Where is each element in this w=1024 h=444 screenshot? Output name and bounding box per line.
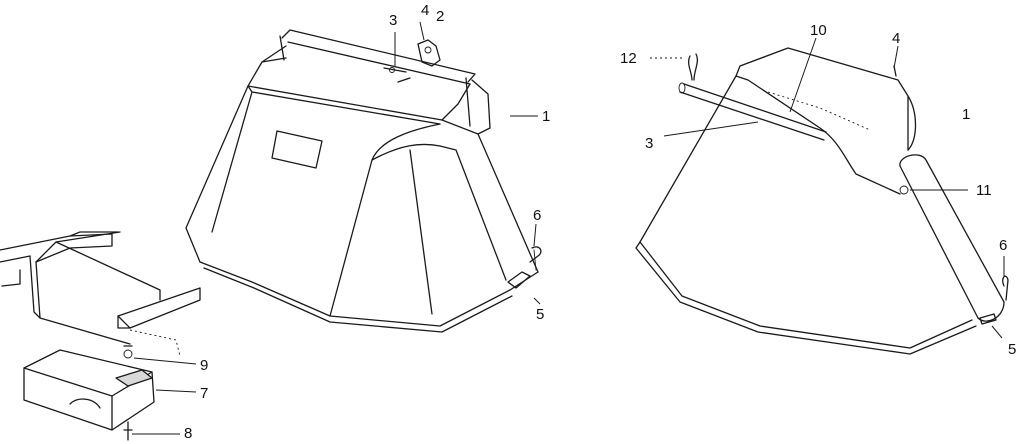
callout-1-left: 1: [542, 108, 550, 125]
left-leader-lines: [394, 21, 541, 305]
callout-3-right: 3: [645, 135, 653, 152]
callout-2-left: 2: [436, 8, 444, 25]
right-leader-lines: [650, 37, 1005, 339]
callout-7-mount: 7: [200, 385, 208, 402]
callout-12-right: 12: [620, 50, 637, 67]
callout-4-right: 4: [892, 30, 900, 47]
callout-5-left: 5: [536, 306, 544, 323]
mount-leader-lines: [132, 357, 197, 435]
callout-4-left: 4: [421, 2, 429, 19]
callout-5-right: 5: [1008, 341, 1016, 358]
callout-6-right: 6: [999, 237, 1007, 254]
left-catcher-drawing: [185, 29, 542, 333]
callout-3-left: 3: [389, 12, 397, 29]
callout-8-mount: 8: [184, 425, 192, 442]
callout-11-right: 11: [976, 182, 992, 199]
mount-detail-drawing: [0, 231, 201, 441]
callout-9-mount: 9: [200, 357, 208, 374]
callout-1-right: 1: [962, 106, 970, 123]
callout-10-right: 10: [810, 22, 827, 39]
right-catcher-drawing: [635, 47, 1009, 355]
callout-6-left: 6: [533, 207, 541, 224]
